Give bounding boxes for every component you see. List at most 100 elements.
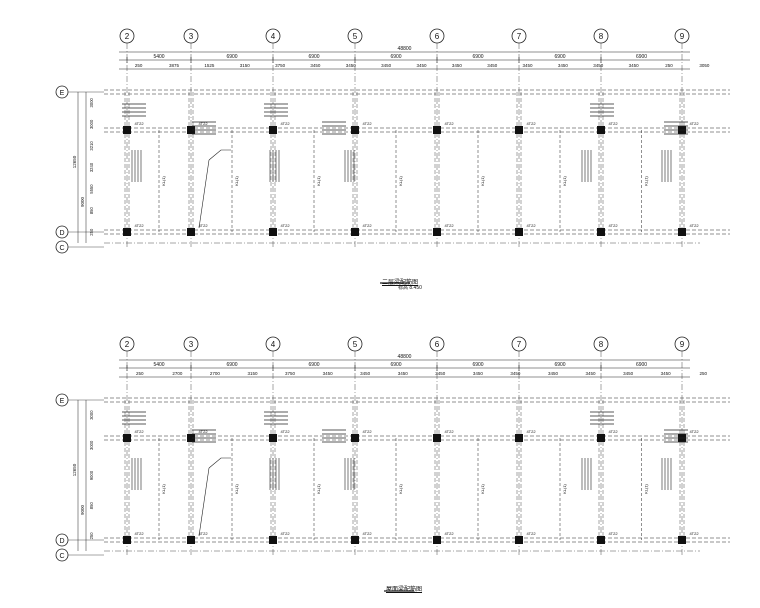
dim-bay: 5400	[153, 362, 164, 368]
column-tag: 4T22	[134, 531, 144, 536]
beam-tag: KL(1)	[562, 483, 567, 493]
dim-left: 3210	[89, 141, 94, 151]
row-label: C	[59, 245, 64, 252]
column-tag: 4T22	[526, 223, 536, 228]
beam-tag: KL(1)	[562, 175, 567, 185]
dim-left: 5550	[89, 184, 94, 194]
dim-sub: 2700	[210, 371, 221, 376]
column-tag: 4T22	[280, 531, 290, 536]
column	[433, 536, 441, 544]
grid-label: 2	[125, 32, 130, 41]
dim-sub: 250	[136, 371, 144, 376]
column-tag: 4T22	[198, 223, 208, 228]
column-tag: 4T22	[280, 429, 290, 434]
column	[597, 434, 605, 442]
dim-bay: 6900	[308, 362, 319, 368]
dim-sub: 3450	[310, 63, 321, 68]
dim-sub: 3450	[548, 371, 559, 376]
dim-sub: 3450	[323, 371, 334, 376]
grid-label: 8	[599, 32, 604, 41]
column-tag: 4T22	[198, 121, 208, 126]
column	[433, 126, 441, 134]
column-tag: 4T22	[689, 121, 699, 126]
column-tag: 4T22	[198, 429, 208, 434]
column	[515, 536, 523, 544]
dim-left: 3000	[89, 440, 94, 450]
row-label: E	[60, 398, 65, 405]
dim-sub: 3875	[169, 63, 180, 68]
column	[515, 228, 523, 236]
column-tag: 4T22	[444, 223, 454, 228]
grid-label: 5	[353, 340, 358, 349]
dim-sub: 3450	[381, 63, 392, 68]
column-tag: 4T22	[608, 121, 618, 126]
column-tag: 4T22	[134, 223, 144, 228]
column	[433, 434, 441, 442]
dim-total: 48800	[398, 46, 412, 52]
row-label: D	[59, 538, 64, 545]
column-tag: 4T22	[689, 223, 699, 228]
grid-label: 8	[599, 340, 604, 349]
column	[123, 126, 131, 134]
dim-sub: 3450	[398, 371, 409, 376]
column-tag: 4T22	[608, 429, 618, 434]
dim-bay: 5400	[153, 54, 164, 60]
column	[269, 228, 277, 236]
grid-label: 2	[125, 340, 130, 349]
column	[123, 536, 131, 544]
dim-bay: 6900	[636, 362, 647, 368]
dim-left: 850	[89, 206, 94, 214]
dim-left: 3000	[89, 410, 94, 420]
row-label: D	[59, 230, 64, 237]
row-label: C	[59, 553, 64, 560]
column	[597, 536, 605, 544]
dim-sub: 3450	[473, 371, 484, 376]
column-tag: 4T22	[198, 531, 208, 536]
bottom-plan-title: 屋面梁配筋图	[386, 587, 423, 593]
dim-sub: 250	[135, 63, 143, 68]
column	[678, 536, 686, 544]
dim-left: 250	[89, 532, 94, 540]
column	[123, 228, 131, 236]
column	[187, 536, 195, 544]
dim-sub: 250	[699, 371, 707, 376]
beam-tag: KL(1)	[316, 175, 321, 185]
dim-bay: 6900	[226, 54, 237, 60]
column	[597, 126, 605, 134]
grid-label: 6	[435, 340, 440, 349]
dim-left: 9000	[89, 470, 94, 480]
dim-bay: 6900	[554, 362, 565, 368]
column	[187, 126, 195, 134]
dim-left: 3240	[89, 162, 94, 172]
stair-outline	[198, 159, 210, 229]
column-tag: 4T22	[444, 531, 454, 536]
dim-left: 3000	[89, 97, 94, 107]
column	[351, 228, 359, 236]
dim-sub: 1525	[204, 63, 215, 68]
beam-tag: KL(1)	[234, 483, 239, 493]
grid-label: 4	[271, 340, 276, 349]
stair-outline	[208, 149, 231, 161]
dim-sub: 3450	[346, 63, 357, 68]
dim-bay: 6900	[554, 54, 565, 60]
stair-outline	[198, 467, 210, 537]
grid-label: 7	[517, 340, 522, 349]
dim-left: 3000	[89, 119, 94, 129]
stair-outline	[208, 457, 231, 469]
beam-tag: KL(1)	[480, 175, 485, 185]
dim-bay: 6900	[636, 54, 647, 60]
column-tag: 4T22	[444, 429, 454, 434]
column	[187, 434, 195, 442]
beam-tag: KL(1)	[644, 175, 649, 185]
dim-left-total: 12650	[72, 463, 77, 476]
dim-bay: 6900	[472, 362, 483, 368]
column	[433, 228, 441, 236]
dim-left: 250	[89, 228, 94, 236]
dim-sub: 3150	[240, 63, 251, 68]
beam-tag: KL(1)	[234, 175, 239, 185]
column	[269, 536, 277, 544]
grid-label: 3	[189, 340, 194, 349]
grid-label: 6	[435, 32, 440, 41]
top-plan-subtitle: 标高 8.450	[398, 285, 422, 291]
